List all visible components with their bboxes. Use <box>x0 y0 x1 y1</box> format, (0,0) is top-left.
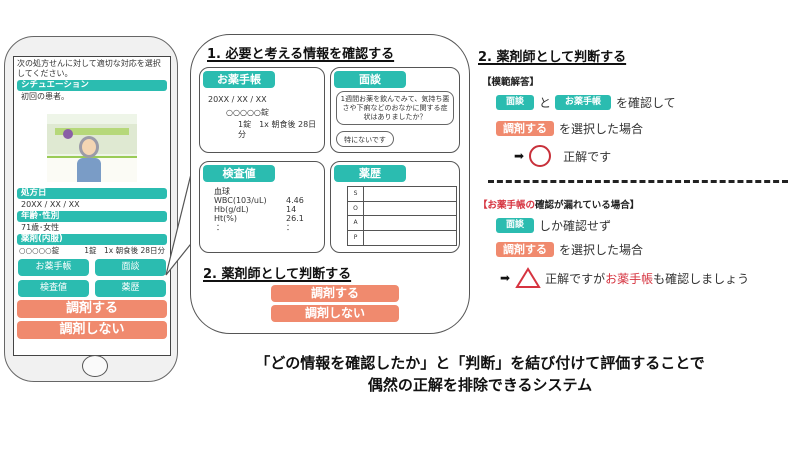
divider <box>488 180 788 183</box>
notebook-drug: ○○○○○錠 <box>226 108 269 117</box>
model-answer-heading: 【模範解答】 <box>482 77 540 88</box>
model-line-1: 面談 と お薬手帳 を確認して <box>478 92 798 112</box>
medication-history-card[interactable]: 薬歴 S O A P <box>330 161 460 253</box>
notebook-card[interactable]: お薬手帳 20XX / XX / XX ○○○○○錠 1錠 1x 朝食後 28日… <box>199 67 325 153</box>
partial-triangle-icon <box>515 267 541 288</box>
lab-values-tag: 検査値 <box>203 165 275 182</box>
drug-dose: 1錠 1x 朝食後 28日分 <box>84 246 165 255</box>
soap-p: P <box>348 230 364 245</box>
drug-name: ○○○○○錠 <box>19 246 60 255</box>
home-button[interactable] <box>82 355 108 377</box>
interview-tag: 面談 <box>334 71 406 88</box>
summary-caption: 「どの情報を確認したか」と「判断」を結び付けて評価することで 偶然の正解を排除で… <box>255 354 705 394</box>
pharmacist-question: 1週間お薬を飲んでみて、気持ち悪さや下痢などのおなかに関する症状はありましたか？ <box>336 91 454 125</box>
arrow-icon: ➡ <box>500 271 511 285</box>
missed-result: ➡ 正解ですがお薬手帳も確認しましょう <box>478 265 798 291</box>
evaluation-explanation: 2. 薬剤師として判断する 【模範解答】 面談 と お薬手帳 を確認して 調剤す… <box>478 46 798 291</box>
arrow-icon: ➡ <box>514 149 525 163</box>
panel-dispense-button[interactable]: 調剤する <box>271 285 399 302</box>
info-button-grid: お薬手帳 面談 検査値 薬歴 <box>17 259 167 297</box>
drug-line: ○○○○○錠 1錠 1x 朝食後 28日分 <box>17 245 167 256</box>
lab-values-button[interactable]: 検査値 <box>18 280 89 297</box>
phone-screen: 次の処方せんに対して適切な対応を選択してください。 シチュエーション 初回の患者… <box>13 56 171 356</box>
lab-row: ：： <box>216 223 294 232</box>
panel-no-dispense-button[interactable]: 調剤しない <box>271 305 399 322</box>
soap-a: A <box>348 216 364 230</box>
missed-line-1: 面談 しか確認せず <box>478 215 798 235</box>
dispense-chip: 調剤する <box>496 241 554 257</box>
age-sex-label: 年齢･性別 <box>17 211 167 222</box>
model-result: ➡ 正解です <box>478 144 798 168</box>
interview-button[interactable]: 面談 <box>95 259 166 276</box>
missed-line-2: 調剤する を選択した場合 <box>478 239 798 259</box>
correct-circle-icon <box>529 145 552 167</box>
soap-o: O <box>348 201 364 215</box>
rx-date-label: 処方日 <box>17 188 167 199</box>
notebook-date: 20XX / XX / XX <box>208 95 267 104</box>
notebook-chip: お薬手帳 <box>555 94 612 110</box>
notebook-button[interactable]: お薬手帳 <box>18 259 89 276</box>
soap-s: S <box>348 187 364 201</box>
medication-history-button[interactable]: 薬歴 <box>95 280 166 297</box>
model-line-2: 調剤する を選択した場合 <box>478 118 798 138</box>
phone-mockup: 次の処方せんに対して適切な対応を選択してください。 シチュエーション 初回の患者… <box>4 36 178 382</box>
lab-row: WBC(103/uL)4.46 <box>214 196 304 205</box>
medication-history-tag: 薬歴 <box>334 165 406 182</box>
rx-date-value: 20XX / XX / XX <box>21 200 80 209</box>
no-dispense-button[interactable]: 調剤しない <box>17 321 167 339</box>
patient-illustration <box>47 114 137 182</box>
notebook-dose: 1錠 1x 朝食後 28日分 <box>238 120 317 139</box>
dispense-button[interactable]: 調剤する <box>17 300 167 318</box>
situation-value: 初回の患者。 <box>21 92 69 101</box>
age-sex-value: 71歳･女性 <box>21 223 60 232</box>
missed-heading: 【お薬手帳の確認が漏れている場合】 <box>478 200 640 211</box>
situation-label: シチュエーション <box>17 80 167 91</box>
right-step2-title: 2. 薬剤師として判断する <box>478 50 627 65</box>
step2-title: 2. 薬剤師として判断する <box>203 267 352 282</box>
step1-title: 1. 必要と考える情報を確認する <box>207 47 395 62</box>
lab-header: 血球 <box>214 187 230 196</box>
notebook-tag: お薬手帳 <box>203 71 275 88</box>
drug-label: 薬剤(内服) <box>17 234 167 245</box>
lab-values-card[interactable]: 検査値 血球 WBC(103/uL)4.46 Hb(g/dL)14 Ht(%)2… <box>199 161 325 253</box>
interview-card[interactable]: 面談 1週間お薬を飲んでみて、気持ち悪さや下痢などのおなかに関する症状はありまし… <box>330 67 460 153</box>
question-text: 次の処方せんに対して適切な対応を選択してください。 <box>17 59 161 78</box>
interview-chip: 面談 <box>496 217 535 233</box>
dispense-chip: 調剤する <box>496 120 554 136</box>
info-panel: 1. 必要と考える情報を確認する お薬手帳 20XX / XX / XX ○○○… <box>190 34 470 334</box>
interview-chip: 面談 <box>496 94 535 110</box>
soap-table: S O A P <box>347 186 457 246</box>
patient-answer: 特にないです <box>336 131 394 147</box>
lab-row: Ht(%)26.1 <box>214 214 304 223</box>
lab-row: Hb(g/dL)14 <box>214 205 297 214</box>
lab-table: 血球 WBC(103/uL)4.46 Hb(g/dL)14 Ht(%)26.1 … <box>214 187 304 232</box>
